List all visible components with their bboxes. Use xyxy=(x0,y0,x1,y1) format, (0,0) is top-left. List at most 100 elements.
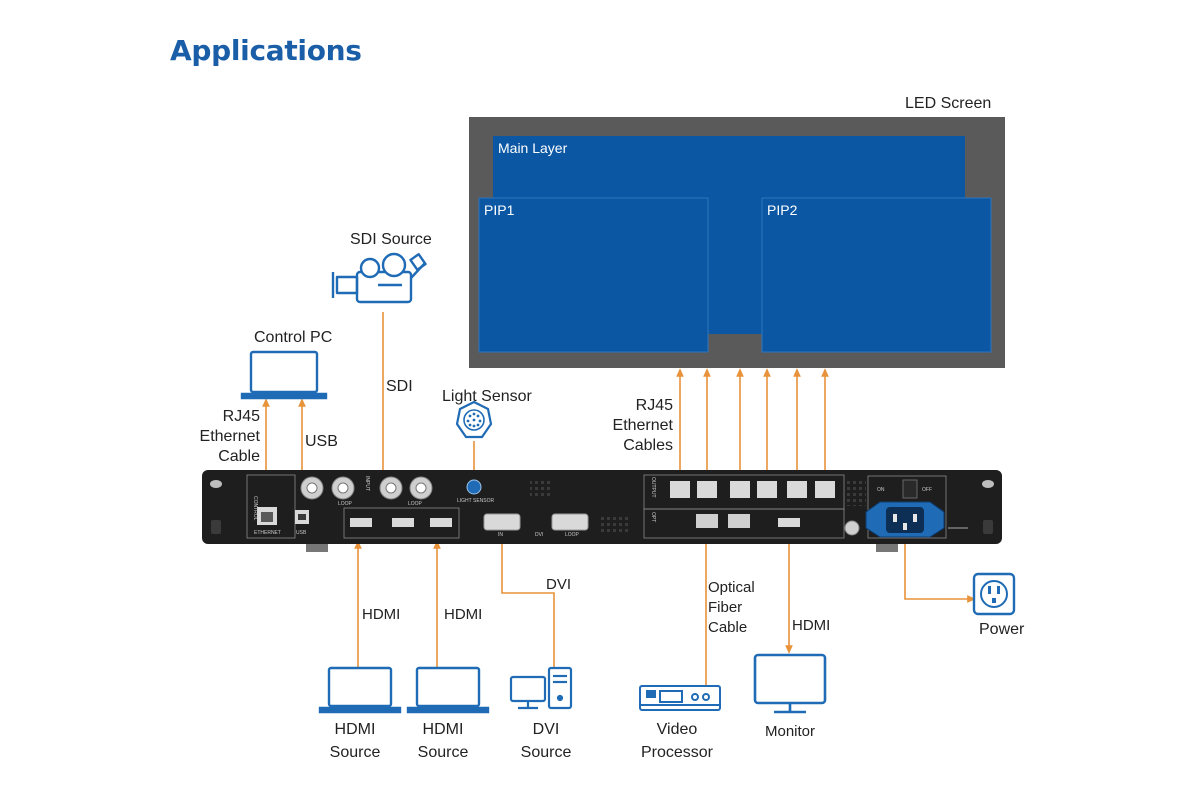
video-controller-device xyxy=(202,470,1002,552)
panel-opt-label: OPT xyxy=(650,512,656,522)
optical-line2: Fiber xyxy=(708,599,743,616)
rj45-right-label: RJ45 Ethernet Cables xyxy=(593,396,673,456)
panel-input-label: INPUT xyxy=(364,476,370,491)
sdi-label: SDI xyxy=(386,378,413,395)
hdmi-out-port xyxy=(778,518,800,527)
usb-port-inner xyxy=(298,514,306,520)
vent-grille xyxy=(600,514,630,532)
device-foot xyxy=(306,544,328,552)
hdmi-port xyxy=(430,518,452,527)
panel-output-label: OUTPUT xyxy=(650,477,656,498)
hdmi-source-1-label: HDMI Source xyxy=(315,720,395,763)
dvi-loop-port xyxy=(551,513,589,531)
fiber-port xyxy=(696,514,718,528)
device-panel-text: ETHERNET USB LOOP LOOP LIGHT SENSOR IN D… xyxy=(252,476,932,538)
panel-loop-label: LOOP xyxy=(338,501,353,507)
video-processor-line1: Video xyxy=(656,721,698,738)
rj45-left-line3: Cable xyxy=(218,448,260,465)
power-switch xyxy=(902,479,918,499)
panel-loop-label-2: LOOP xyxy=(408,501,423,507)
fiber-port xyxy=(728,514,750,528)
pip1-label: PIP1 xyxy=(484,202,515,218)
pip2-label: PIP2 xyxy=(767,202,798,218)
light-sensor-icon xyxy=(455,400,493,439)
bnc-center xyxy=(385,482,397,494)
optical-line1: Optical xyxy=(708,579,755,596)
hdmi-label-1: HDMI xyxy=(362,606,401,623)
dvi-in-port xyxy=(483,513,521,531)
panel-dvi-label: DVI xyxy=(535,532,543,538)
led-screen-label: LED Screen xyxy=(905,95,992,112)
panel-off-label: OFF xyxy=(922,487,932,493)
pip1-window xyxy=(478,197,709,353)
panel-on-label: ON xyxy=(877,487,885,493)
monitor-label: Monitor xyxy=(764,723,816,740)
usb-label: USB xyxy=(305,433,338,450)
bnc-center xyxy=(306,482,318,494)
hdmi-source-1-line2: Source xyxy=(329,744,381,761)
hdmi-input-group xyxy=(343,507,460,539)
dvi-source-line2: Source xyxy=(520,744,572,761)
rj45-out-port xyxy=(697,481,717,498)
main-layer-gap xyxy=(708,196,764,334)
optical-fiber-label: Optical Fiber Cable xyxy=(708,578,755,638)
dvi-label: DVI xyxy=(546,576,572,593)
hdmi-out-label: HDMI xyxy=(792,617,831,634)
led-screen xyxy=(469,117,1005,368)
control-pc-label: Control PC xyxy=(254,329,333,346)
bnc-center xyxy=(337,482,349,494)
page-title: Applications xyxy=(170,34,362,67)
ethernet-port-inner xyxy=(261,512,273,522)
device-foot xyxy=(876,544,898,552)
panel-in-label: IN xyxy=(498,532,503,538)
main-layer-label: Main Layer xyxy=(498,140,568,156)
camcorder-icon xyxy=(331,252,427,304)
rj45-out-port xyxy=(815,481,835,498)
rj45-out-port xyxy=(787,481,807,498)
rj45-out-port xyxy=(730,481,750,498)
rj45-right-line3: Cables xyxy=(623,437,673,454)
light-sensor-port xyxy=(466,479,482,495)
hdmi-source-1-line1: HDMI xyxy=(334,721,376,738)
vent-grille xyxy=(844,478,866,506)
hdmi-source-2-line2: Source xyxy=(417,744,469,761)
hdmi-port xyxy=(392,518,414,527)
power-label: Power xyxy=(979,621,1025,638)
light-sensor-label: Light Sensor xyxy=(442,388,532,405)
control-section xyxy=(246,474,296,539)
dvi-source-label: DVI Source xyxy=(506,720,586,763)
rack-hole xyxy=(982,480,994,488)
hdmi-source-2-label: HDMI Source xyxy=(403,720,483,763)
power-outlet-icon xyxy=(972,572,1016,616)
rj45-left-label: RJ45 Ethernet Cable xyxy=(180,407,260,467)
rack-hole xyxy=(210,480,222,488)
panel-usb-label: USB xyxy=(296,530,307,536)
optical-line3: Cable xyxy=(708,619,748,636)
power-section xyxy=(867,475,947,539)
hdmi-port xyxy=(350,518,372,527)
panel-ethernet-label: ETHERNET xyxy=(254,530,281,536)
monitor-icon xyxy=(753,653,827,714)
dvi-source-line1: DVI xyxy=(532,721,560,738)
main-layer xyxy=(493,136,965,198)
video-processor-line2: Processor xyxy=(640,744,714,761)
power-socket-icon xyxy=(865,501,945,538)
vent-grille xyxy=(530,478,552,498)
power-cable xyxy=(904,527,976,603)
dvi-cable xyxy=(498,535,555,668)
rj45-right-line2: Ethernet xyxy=(612,417,673,434)
pip2-window xyxy=(761,197,992,353)
panel-dvi-loop-label: LOOP xyxy=(565,532,580,538)
rj45-out-port xyxy=(670,481,690,498)
panel-control-label: CONTROL xyxy=(252,496,258,521)
video-processor-icon xyxy=(639,685,721,711)
rack-slot xyxy=(983,520,993,534)
panel-light-sensor-label: LIGHT SENSOR xyxy=(457,498,495,504)
hdmi-source-2-line1: HDMI xyxy=(422,721,464,738)
rj45-left-line1: RJ45 xyxy=(222,408,260,425)
rj45-left-line2: Ethernet xyxy=(199,428,260,445)
bnc-center xyxy=(415,482,427,494)
rj45-out-port xyxy=(757,481,777,498)
